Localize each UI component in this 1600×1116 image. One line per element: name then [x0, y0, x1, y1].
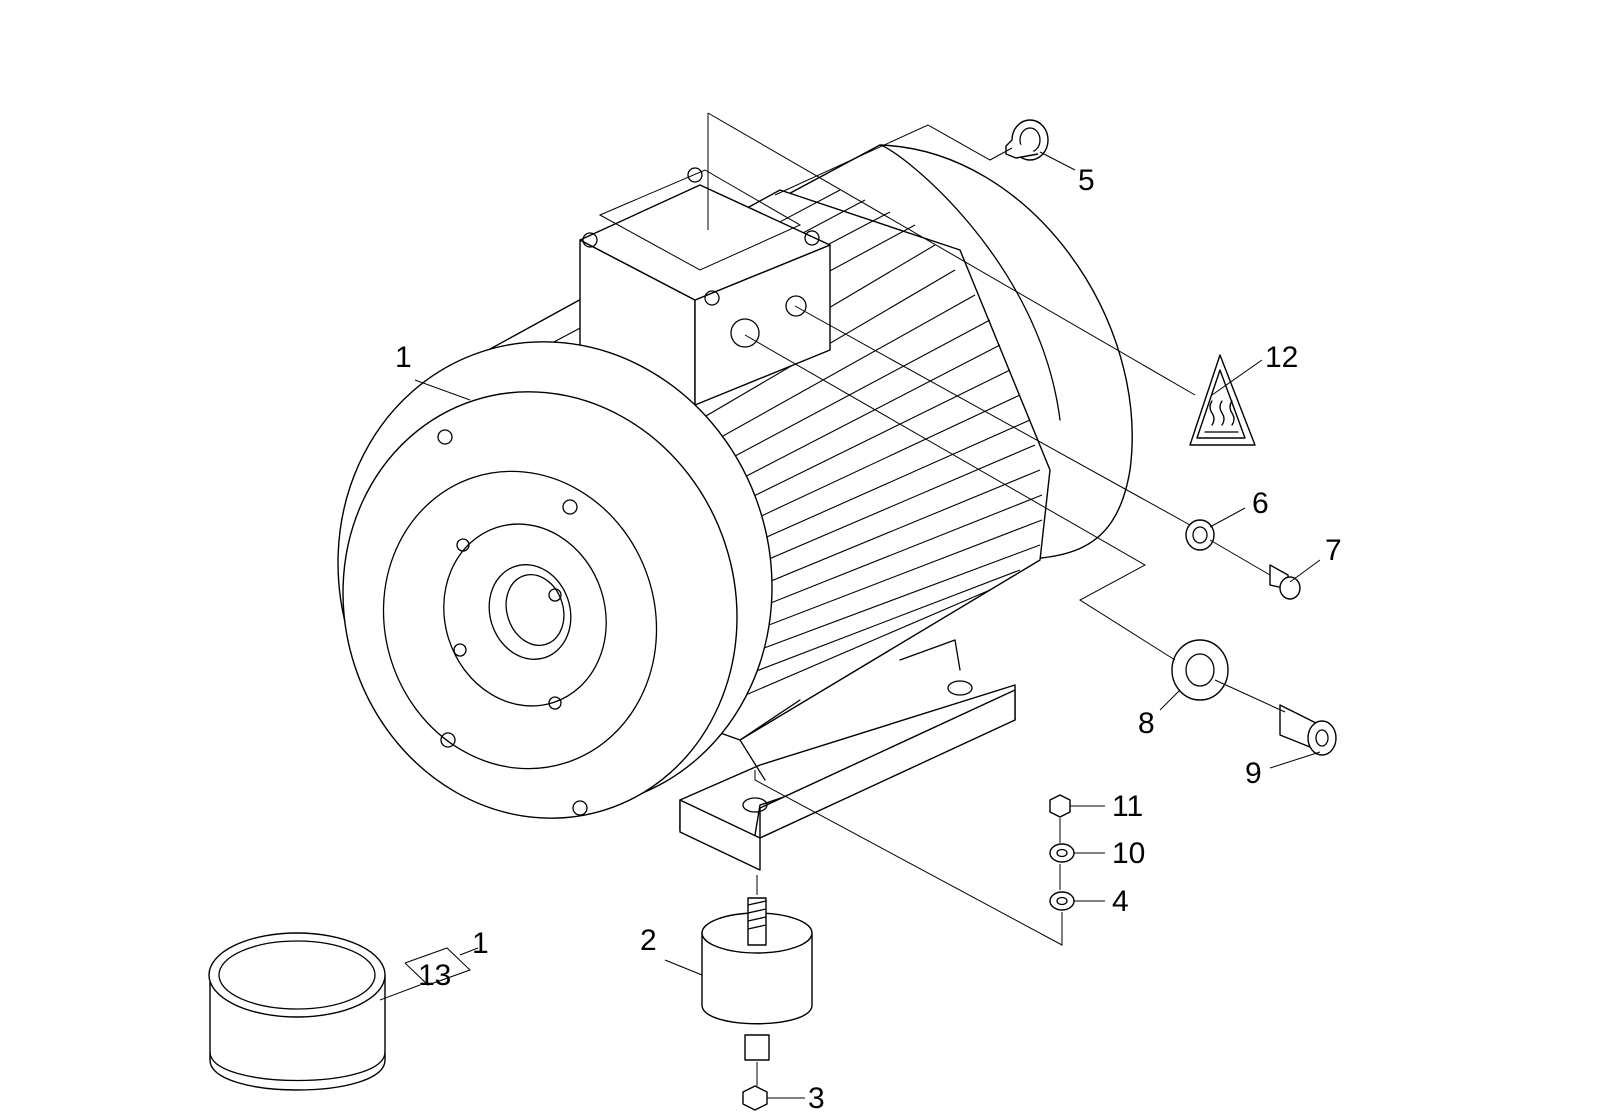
label-1b: 1 [472, 927, 489, 960]
label-11: 11 [1112, 790, 1143, 823]
label-5: 5 [1078, 164, 1095, 197]
cable-gland-part-7 [1269, 564, 1301, 600]
cable-gland-part-9 [1279, 704, 1337, 756]
plug-part-5 [1005, 119, 1049, 161]
motor-feet [679, 639, 1016, 871]
nut-part-3 [742, 1085, 768, 1111]
callout-labels: 1 1 2 3 4 5 6 7 8 9 10 11 12 13 [395, 164, 1342, 1115]
reducer-part-6 [1185, 519, 1215, 551]
terminal-box-hole-large [730, 318, 760, 348]
terminal-box-screws [582, 167, 820, 306]
terminal-box [579, 167, 831, 406]
washer-part-4 [1049, 891, 1075, 911]
label-10: 10 [1112, 837, 1145, 870]
label-2: 2 [640, 924, 657, 957]
lock-washer-part-10 [1049, 843, 1075, 863]
reducer-part-8 [1171, 639, 1229, 701]
foot-mounting-hole [742, 797, 768, 813]
label-7: 7 [1325, 534, 1342, 567]
terminal-box-hole-small [785, 295, 807, 317]
label-3: 3 [808, 1082, 825, 1115]
label-8: 8 [1138, 707, 1155, 740]
vibration-damper-part-2 [701, 897, 813, 1061]
nut-part-11 [1049, 794, 1071, 818]
hot-surface-warning-icon [1189, 354, 1256, 446]
label-9: 9 [1245, 757, 1262, 790]
flange-bolt-holes [437, 429, 588, 816]
label-6: 6 [1252, 487, 1269, 520]
leader-lines [379, 112, 1321, 1099]
label-1: 1 [395, 341, 412, 374]
foot-mounting-hole [947, 680, 973, 696]
label-12: 12 [1265, 341, 1298, 374]
motor-front-flange [337, 341, 773, 819]
label-13: 13 [418, 959, 451, 992]
label-4: 4 [1112, 885, 1129, 918]
cover-part-13 [208, 932, 386, 1091]
